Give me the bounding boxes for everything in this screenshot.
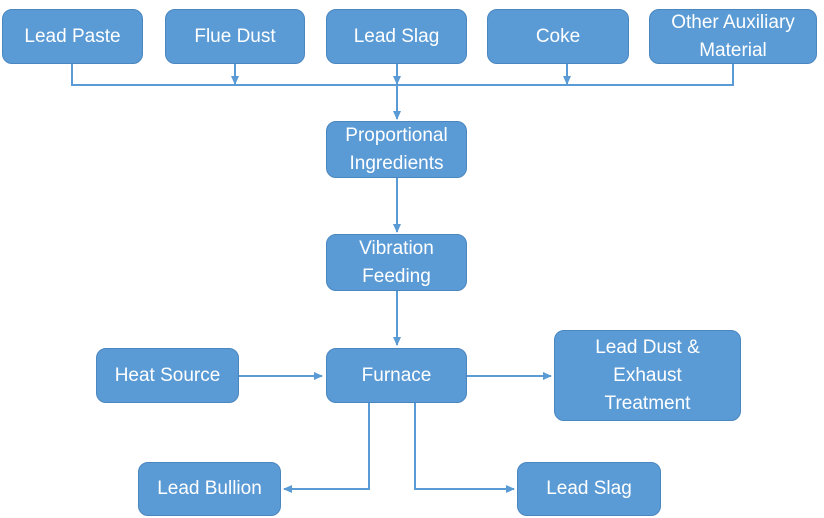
node-proportional-ingredients-label: Proportional Ingredients [345, 124, 448, 174]
node-heat-source-label: Heat Source [114, 364, 221, 386]
node-heat-source: Heat Source [96, 348, 239, 403]
node-coke-label: Coke [535, 25, 581, 47]
node-lead-slag-output: Lead Slag [517, 462, 661, 516]
node-furnace: Furnace [326, 348, 467, 403]
node-lead-paste-label: Lead Paste [24, 25, 121, 47]
node-lead-slag-input-label: Lead Slag [353, 25, 440, 47]
node-flue-dust-label: Flue Dust [194, 25, 276, 47]
node-lead-slag-input: Lead Slag [326, 9, 467, 64]
node-other-auxiliary-material: Other Auxiliary Material [649, 9, 817, 64]
node-lead-bullion-label: Lead Bullion [157, 478, 262, 499]
node-coke: Coke [487, 9, 629, 64]
connector-furnace-to-slag [414, 403, 515, 493]
node-lead-slag-output-label: Lead Slag [546, 478, 632, 499]
node-other-auxiliary-material-label: Other Auxiliary Material [671, 11, 795, 61]
connector-furnace-to-bullion [283, 403, 370, 493]
node-furnace-label: Furnace [361, 364, 432, 386]
node-lead-dust-exhaust-treatment-label: Lead Dust & Exhaust Treatment [595, 336, 700, 414]
node-lead-paste: Lead Paste [2, 9, 143, 64]
node-lead-dust-exhaust-treatment: Lead Dust & Exhaust Treatment [554, 330, 741, 421]
node-flue-dust: Flue Dust [165, 9, 305, 64]
node-vibration-feeding-label: Vibration Feeding [359, 237, 434, 287]
node-vibration-feeding: Vibration Feeding [326, 234, 467, 291]
node-lead-bullion: Lead Bullion [138, 462, 281, 516]
node-proportional-ingredients: Proportional Ingredients [326, 121, 467, 178]
